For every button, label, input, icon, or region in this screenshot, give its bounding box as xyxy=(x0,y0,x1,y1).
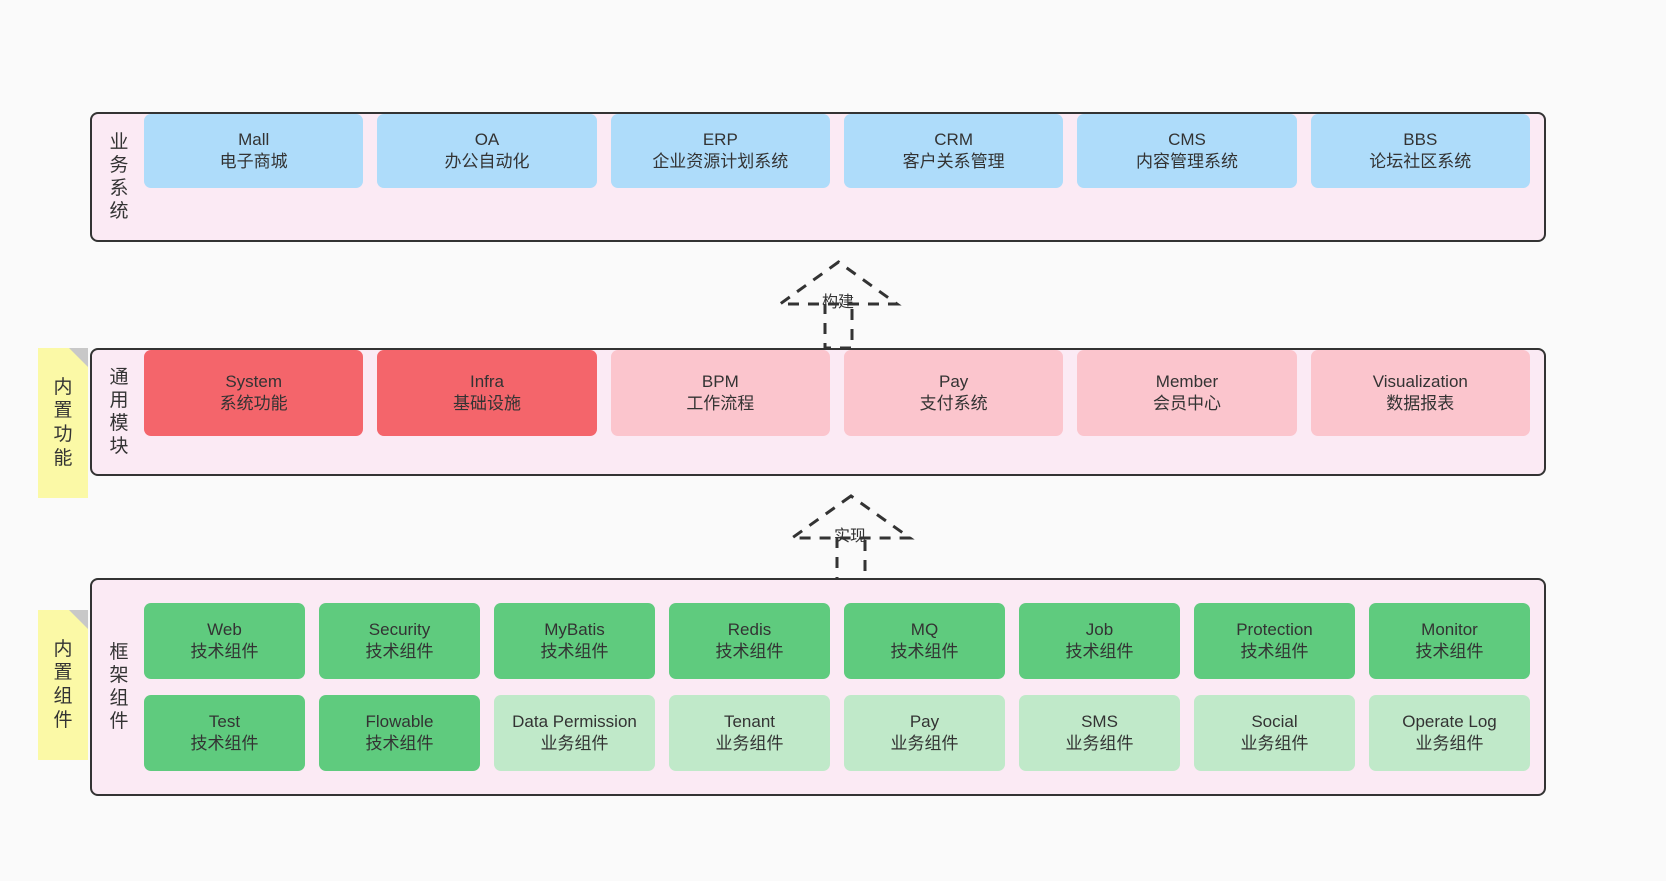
framework-component-cards: Web 技术组件 Security 技术组件 MyBatis 技术组件 Redi… xyxy=(140,580,1544,794)
card-pay-module[interactable]: Pay 支付系统 xyxy=(843,350,1064,436)
framework-row-2: Test 技术组件 Flowable 技术组件 Data Permission … xyxy=(144,695,1530,771)
layer-common-module-title: 通 用 模 块 xyxy=(109,366,129,458)
connector-implement: 实现 xyxy=(772,492,915,584)
card-job[interactable]: Job 技术组件 xyxy=(1019,603,1180,679)
card-security[interactable]: Security 技术组件 xyxy=(319,603,480,679)
business-system-cards: Mall 电子商城 OA 办公自动化 ERP 企业资源计划系统 CRM 客户关系… xyxy=(140,114,1544,240)
card-bbs[interactable]: BBS 论坛社区系统 xyxy=(1310,114,1530,188)
card-visualization[interactable]: Visualization 数据报表 xyxy=(1310,350,1530,436)
card-social[interactable]: Social 业务组件 xyxy=(1194,695,1355,771)
card-monitor[interactable]: Monitor 技术组件 xyxy=(1369,603,1530,679)
connector-build: 构建 xyxy=(760,258,902,350)
card-mq[interactable]: MQ 技术组件 xyxy=(844,603,1005,679)
layer-framework-component[interactable]: 框 架 组 件 Web 技术组件 Security 技术组件 MyBatis 技… xyxy=(90,578,1546,796)
layer-business-system[interactable]: 业 务 系 统 Mall 电子商城 OA 办公自动化 ERP 企业资源计划系统 … xyxy=(90,112,1546,242)
card-mall[interactable]: Mall 电子商城 xyxy=(144,114,364,188)
implement-arrow-head xyxy=(787,494,915,540)
card-web[interactable]: Web 技术组件 xyxy=(144,603,305,679)
implement-connector-stem xyxy=(835,537,867,582)
card-sms[interactable]: SMS 业务组件 xyxy=(1019,695,1180,771)
card-pay-component[interactable]: Pay 业务组件 xyxy=(844,695,1005,771)
note-builtin-function: 内 置 功 能 xyxy=(38,348,88,498)
note-builtin-component: 内 置 组 件 xyxy=(38,610,88,760)
note-fold-corner-icon xyxy=(69,610,88,629)
connector-implement-label: 实现 xyxy=(834,528,867,545)
card-data-permission[interactable]: Data Permission 业务组件 xyxy=(494,695,655,771)
card-flowable[interactable]: Flowable 技术组件 xyxy=(319,695,480,771)
card-test[interactable]: Test 技术组件 xyxy=(144,695,305,771)
framework-row-1: Web 技术组件 Security 技术组件 MyBatis 技术组件 Redi… xyxy=(144,603,1530,679)
layer-framework-component-title: 框 架 组 件 xyxy=(109,641,129,733)
card-redis[interactable]: Redis 技术组件 xyxy=(669,603,830,679)
note-fold-corner-icon xyxy=(69,348,88,367)
card-system[interactable]: System 系统功能 xyxy=(144,350,364,436)
card-mybatis[interactable]: MyBatis 技术组件 xyxy=(494,603,655,679)
card-member[interactable]: Member 会员中心 xyxy=(1077,350,1297,436)
layer-common-module[interactable]: 通 用 模 块 System 系统功能 Infra 基础设施 BPM 工作流程 … xyxy=(90,348,1546,476)
build-arrow-head xyxy=(775,260,902,306)
card-erp[interactable]: ERP 企业资源计划系统 xyxy=(610,114,830,188)
card-tenant[interactable]: Tenant 业务组件 xyxy=(669,695,830,771)
build-connector-stem xyxy=(823,303,854,350)
layer-business-system-title: 业 务 系 统 xyxy=(109,131,129,223)
card-infra[interactable]: Infra 基础设施 xyxy=(377,350,597,436)
connector-build-label: 构建 xyxy=(822,294,855,311)
card-protection[interactable]: Protection 技术组件 xyxy=(1194,603,1355,679)
common-module-cards: System 系统功能 Infra 基础设施 BPM 工作流程 Pay 支付系统… xyxy=(140,350,1544,474)
card-crm[interactable]: CRM 客户关系管理 xyxy=(843,114,1064,188)
card-oa[interactable]: OA 办公自动化 xyxy=(377,114,597,188)
card-cms[interactable]: CMS 内容管理系统 xyxy=(1077,114,1297,188)
card-operate-log[interactable]: Operate Log 业务组件 xyxy=(1369,695,1530,771)
card-bpm[interactable]: BPM 工作流程 xyxy=(610,350,830,436)
